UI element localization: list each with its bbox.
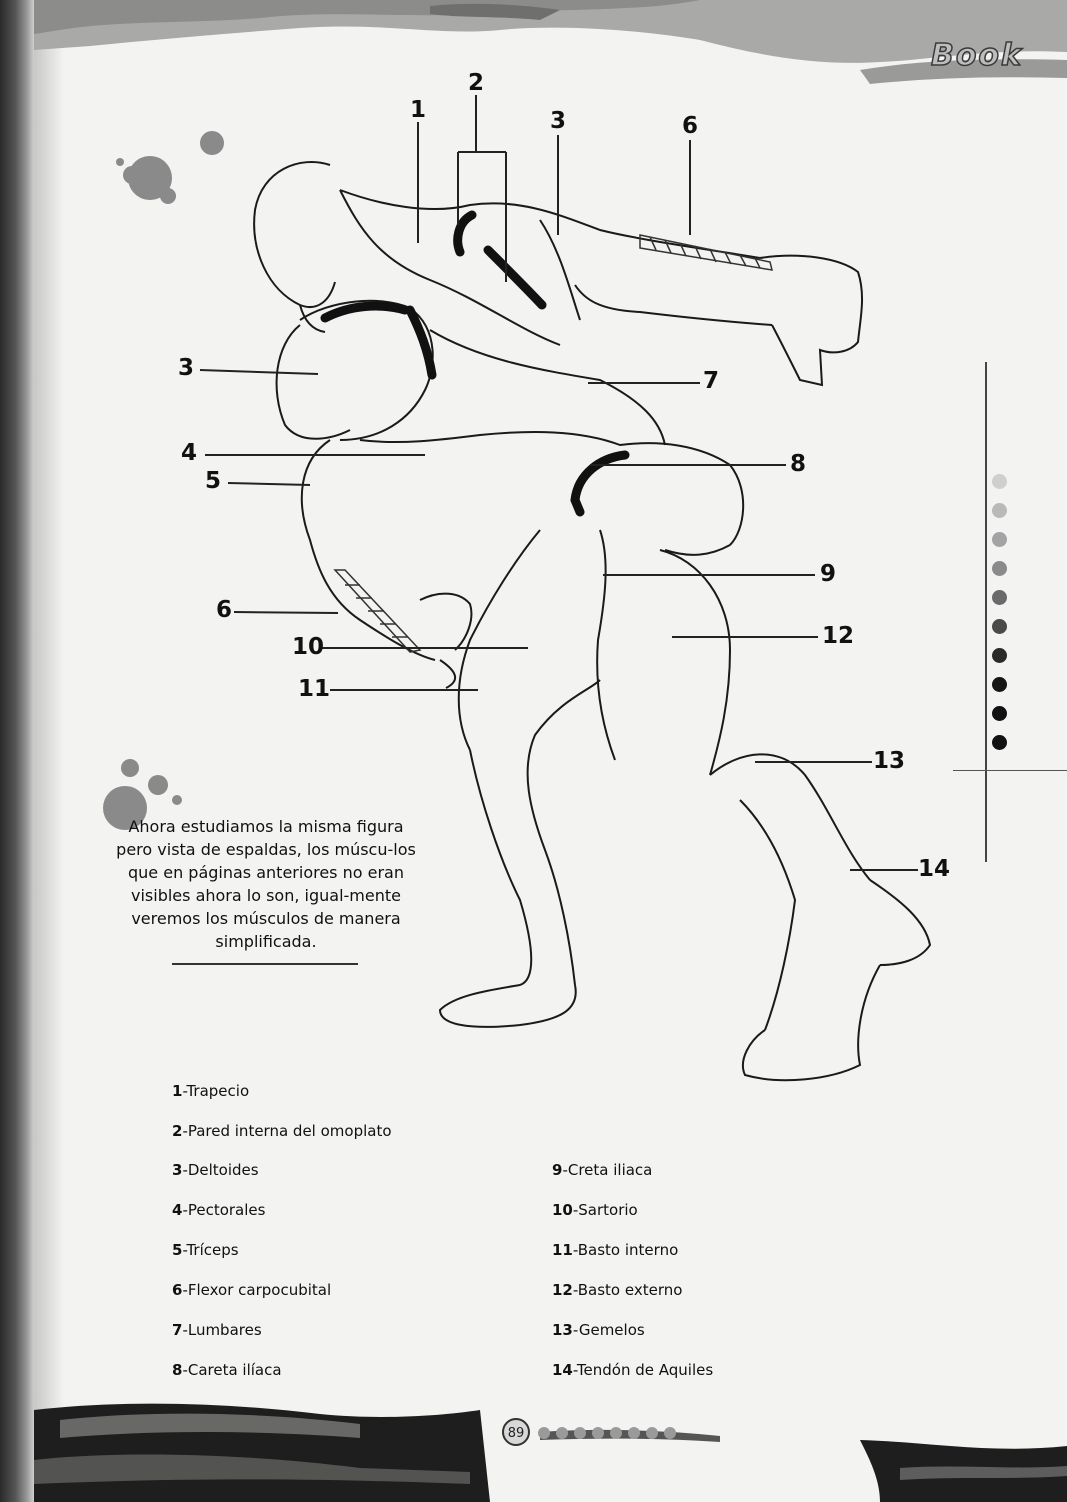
intro-divider xyxy=(172,963,358,965)
progress-dot xyxy=(992,590,1007,605)
progress-dot xyxy=(992,474,1007,489)
label-12-basto-externo: 12 xyxy=(822,623,854,649)
label-3-deltoides-left: 3 xyxy=(178,355,194,381)
footer-dot xyxy=(538,1427,550,1439)
footer-dot xyxy=(610,1427,622,1439)
leader-lines xyxy=(200,95,918,870)
progress-dot xyxy=(992,648,1007,663)
footer-dot xyxy=(646,1427,658,1439)
progress-dot xyxy=(992,735,1007,750)
footer-dot xyxy=(574,1427,586,1439)
footer-dot xyxy=(556,1427,568,1439)
label-5-triceps: 5 xyxy=(205,468,221,494)
side-vertical-rule xyxy=(985,362,987,862)
progress-dot xyxy=(992,503,1007,518)
label-9-creta-iliaca: 9 xyxy=(820,561,836,587)
legend-item: 11-Basto interno xyxy=(552,1241,678,1259)
label-14-tendon-aquiles: 14 xyxy=(918,856,950,882)
label-1-trapecio: 1 xyxy=(410,97,426,123)
legend-item: 7-Lumbares xyxy=(172,1321,262,1339)
legend-item: 6-Flexor carpocubital xyxy=(172,1281,331,1299)
side-horizontal-rule xyxy=(953,770,1067,771)
label-6-flexor-top: 6 xyxy=(682,113,698,139)
hatched-muscles xyxy=(335,235,772,652)
footer-brush-decoration xyxy=(0,1380,1067,1502)
page-number: 89 xyxy=(502,1418,530,1446)
label-2-omoplato: 2 xyxy=(468,70,484,96)
legend-item: 5-Tríceps xyxy=(172,1241,239,1259)
legend-item: 3-Deltoides xyxy=(172,1161,259,1179)
label-7-lumbares: 7 xyxy=(703,368,719,394)
label-8-careta-iliaca: 8 xyxy=(790,451,806,477)
progress-dot xyxy=(992,677,1007,692)
label-11-basto-interno: 11 xyxy=(298,676,330,702)
footer-dot xyxy=(628,1427,640,1439)
legend-item: 1-Trapecio xyxy=(172,1082,249,1100)
progress-dot xyxy=(992,619,1007,634)
progress-dot xyxy=(992,561,1007,576)
legend-item: 2-Pared interna del omoplato xyxy=(172,1122,392,1140)
legend-item: 14-Tendón de Aquiles xyxy=(552,1361,713,1379)
legend-item: 4-Pectorales xyxy=(172,1201,265,1219)
intro-paragraph: Ahora estudiamos la misma figura pero vi… xyxy=(116,815,416,953)
legend-item: 9-Creta iliaca xyxy=(552,1161,652,1179)
legend-item: 8-Careta ilíaca xyxy=(172,1361,282,1379)
progress-dot xyxy=(992,532,1007,547)
label-4-pectorales: 4 xyxy=(181,440,197,466)
label-10-sartorio: 10 xyxy=(292,634,324,660)
label-6-flexor-left: 6 xyxy=(216,597,232,623)
label-3-deltoides-top: 3 xyxy=(550,108,566,134)
legend-item: 12-Basto externo xyxy=(552,1281,682,1299)
progress-dot xyxy=(992,706,1007,721)
muscle-bold-strokes xyxy=(325,215,625,512)
legend-item: 13-Gemelos xyxy=(552,1321,645,1339)
footer-dot xyxy=(664,1427,676,1439)
legend-item: 10-Sartorio xyxy=(552,1201,638,1219)
label-13-gemelos: 13 xyxy=(873,748,905,774)
footer-dot xyxy=(592,1427,604,1439)
